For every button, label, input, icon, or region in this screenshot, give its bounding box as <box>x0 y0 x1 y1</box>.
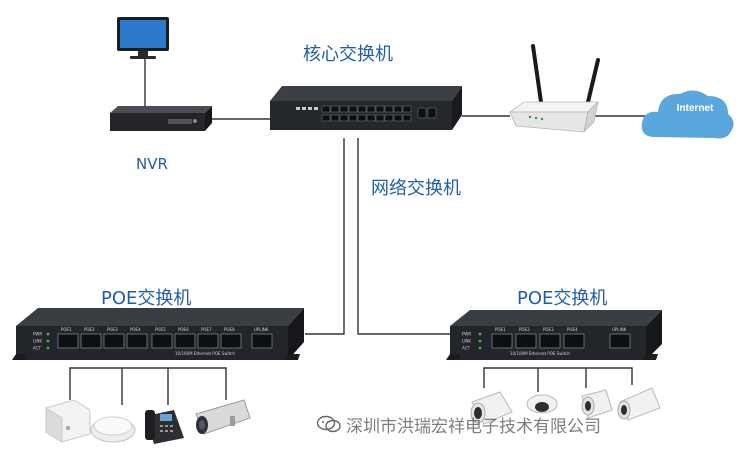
bullet-camera-left-icon <box>195 399 251 435</box>
network-switch-label: 网络交换机 <box>371 178 461 199</box>
connection-lines <box>69 55 645 405</box>
nvr-icon <box>110 106 212 131</box>
core-switch-ports <box>321 105 437 122</box>
watermark: 深圳市洪瑞宏祥电子技术有限公司 <box>316 412 601 437</box>
poe-left-led-link: LINK <box>33 339 42 344</box>
poe-right-uplink-label: UPLINK <box>612 327 627 332</box>
wechat-icon <box>316 415 341 432</box>
poe-right-led-link: LINK <box>462 339 471 344</box>
nvr-label: NVR <box>136 155 168 173</box>
poe-left-port-label: POE3 <box>107 327 118 332</box>
core-switch-icon <box>270 86 462 130</box>
poe-left-port-label: POE7 <box>201 327 212 332</box>
poe-right-caption: 10/100M Ethernet POE Switch <box>510 351 570 356</box>
poe-right-port-label: POE2 <box>519 327 530 332</box>
poe-left-port-label: POE5 <box>155 327 166 332</box>
poe-right-port-label: POE3 <box>543 327 554 332</box>
ip-phone-icon <box>145 410 184 444</box>
poe-left-led-act: ACT <box>33 346 41 351</box>
poe-switch-right-icon <box>446 310 662 360</box>
poe-right-led-pwr: PWR <box>462 332 471 337</box>
link-core-poe-right <box>357 138 450 335</box>
monitor-icon <box>117 17 169 59</box>
poe-left-port-label: POE2 <box>84 327 95 332</box>
poe-left-port-label: POE1 <box>61 327 72 332</box>
internet-cloud-icon <box>641 90 734 139</box>
poe-left-port-label: POE6 <box>178 327 189 332</box>
link-core-poe-left <box>305 138 345 335</box>
router-icon <box>508 44 600 133</box>
poe-switch-right-label: POE交换机 <box>517 288 608 309</box>
watermark-text: 深圳市洪瑞宏祥电子技术有限公司 <box>346 417 601 437</box>
bullet-camera-right-c-icon <box>617 387 661 421</box>
link-poe-left-devices <box>69 367 227 388</box>
poe-switch-left-label: POE交换机 <box>101 288 192 309</box>
link-poe-right-devices <box>483 367 633 388</box>
poe-left-led-pwr: PWR <box>33 332 42 337</box>
core-switch-label: 核心交换机 <box>303 44 393 65</box>
poe-left-port-label: POE4 <box>130 327 141 332</box>
ceiling-ap-icon <box>45 399 91 443</box>
poe-left-caption: 10/100M Ethernet POE Switch <box>175 351 235 356</box>
poe-switch-left-icon <box>12 308 304 360</box>
internet-label: Internet <box>676 103 714 114</box>
dome-camera-icon <box>526 394 558 414</box>
round-ap-icon <box>90 416 136 443</box>
poe-left-uplink-label: UPLINK <box>254 327 269 332</box>
poe-right-port-label: POE4 <box>567 327 578 332</box>
bullet-camera-right-b-icon <box>581 389 613 419</box>
bullet-camera-right-a-icon <box>470 391 513 425</box>
poe-left-port-label: POE8 <box>224 327 235 332</box>
poe-right-port-label: POE1 <box>495 327 506 332</box>
poe-right-led-act: ACT <box>462 346 470 351</box>
